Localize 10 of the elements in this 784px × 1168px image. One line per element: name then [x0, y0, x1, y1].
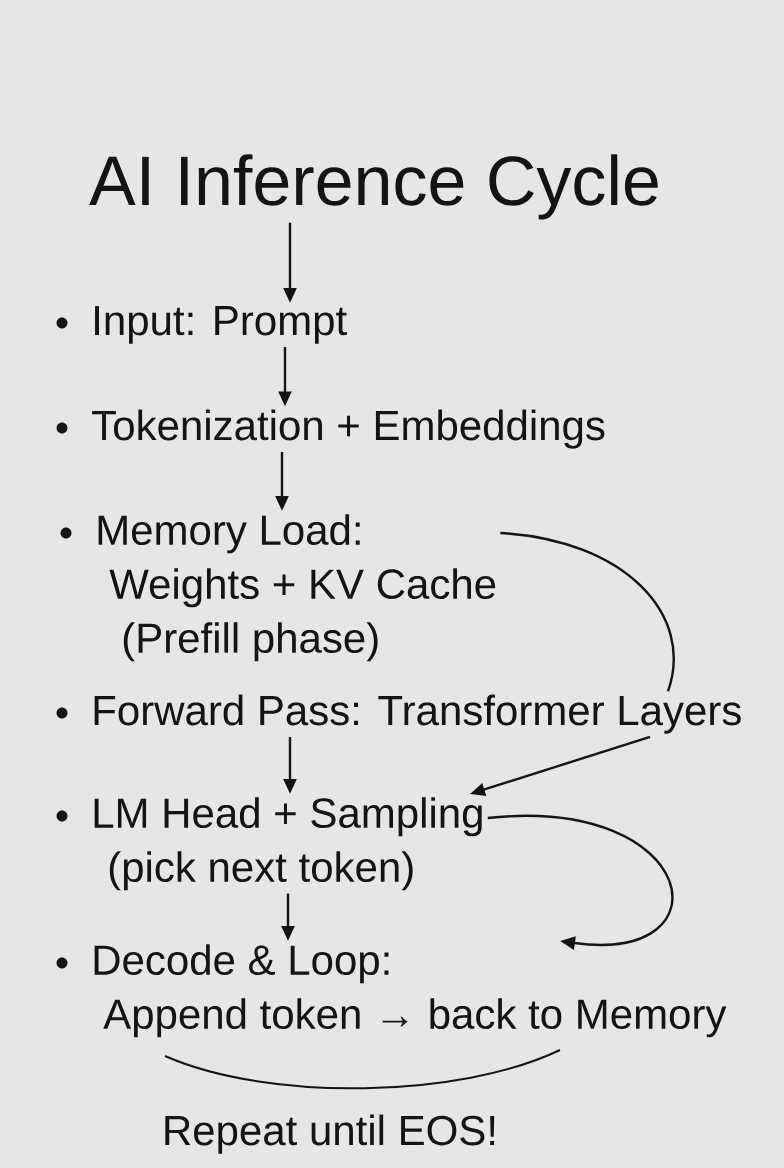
list-item: Input: Prompt	[95, 306, 347, 344]
title: AI Inference Cycle	[89, 154, 658, 220]
curved-arrow	[487, 814, 674, 950]
list-item: Memory Load: Weights + KV Cache (Prefill phase)	[98, 514, 496, 662]
list-item: Tokenization + Embeddings	[92, 409, 605, 449]
curved-line	[500, 531, 675, 692]
list-item: LM Head + Sampling (pick next token)	[94, 797, 482, 891]
list-item: Forward Pass: Transformer Layers	[94, 694, 741, 734]
list-item: Decode & Loop: Append token → back to Memory	[94, 944, 727, 1038]
note: Repeat until EOS!	[165, 1114, 495, 1154]
